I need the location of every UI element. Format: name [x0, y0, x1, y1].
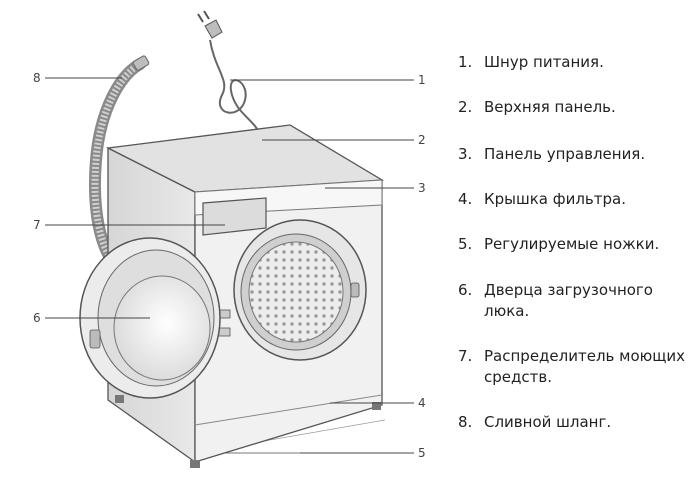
legend-number: 5.	[458, 235, 473, 253]
power-cord	[197, 10, 261, 136]
callout-3: 3	[418, 181, 426, 195]
filter-cover	[194, 394, 383, 426]
legend-text: Сливной шланг.	[484, 413, 612, 431]
callout-1: 1	[418, 73, 426, 87]
legend-item-adjustable-feet: 5. Регулируемые ножки.	[458, 234, 696, 255]
legend-item-filter-cover: 4. Крышка фильтра.	[458, 189, 696, 210]
callout-7: 7	[33, 218, 41, 232]
legend-item-power-cord: 1. Шнур питания.	[458, 52, 696, 73]
callout-5: 5	[418, 446, 426, 460]
legend-number: 6.	[458, 281, 473, 299]
legend-text: Шнур питания.	[484, 53, 604, 71]
legend-text: Верхняя панель.	[484, 98, 616, 116]
callout-2: 2	[418, 133, 426, 147]
legend-text: Крышка фильтра.	[484, 190, 626, 208]
callout-6: 6	[33, 311, 41, 325]
legend-text: Панель управления.	[484, 145, 646, 163]
legend-item-top-panel: 2. Верхняя панель.	[458, 97, 696, 118]
adjustable-feet	[115, 395, 381, 468]
leader-lines	[45, 77, 414, 454]
legend-item-detergent-dispenser: 7. Распределитель моющих средств.	[458, 346, 696, 388]
legend-number: 2.	[458, 98, 473, 116]
legend-item-drain-hose: 8. Сливной шланг.	[458, 412, 696, 433]
drain-hose	[88, 55, 150, 274]
loading-door	[79, 237, 221, 399]
legend-text: Регулируемые ножки.	[484, 235, 660, 253]
detergent-dispenser	[202, 197, 267, 236]
legend-text: Дверца загрузочного люка.	[484, 281, 653, 320]
drum-opening	[233, 219, 367, 361]
legend-number: 4.	[458, 190, 473, 208]
legend-number: 3.	[458, 145, 473, 163]
legend-text: Распределитель моющих средств.	[484, 347, 686, 386]
legend-item-loading-door: 6. Дверца загрузочного люка.	[458, 280, 696, 322]
legend-item-control-panel: 3. Панель управления.	[458, 144, 696, 165]
legend-number: 8.	[458, 413, 473, 431]
legend-number: 1.	[458, 53, 473, 71]
legend-number: 7.	[458, 347, 473, 365]
washing-machine-diagram: 1 2 3 4 5 6 7 8	[33, 10, 426, 468]
callout-4: 4	[418, 396, 426, 410]
callout-8: 8	[33, 71, 41, 85]
